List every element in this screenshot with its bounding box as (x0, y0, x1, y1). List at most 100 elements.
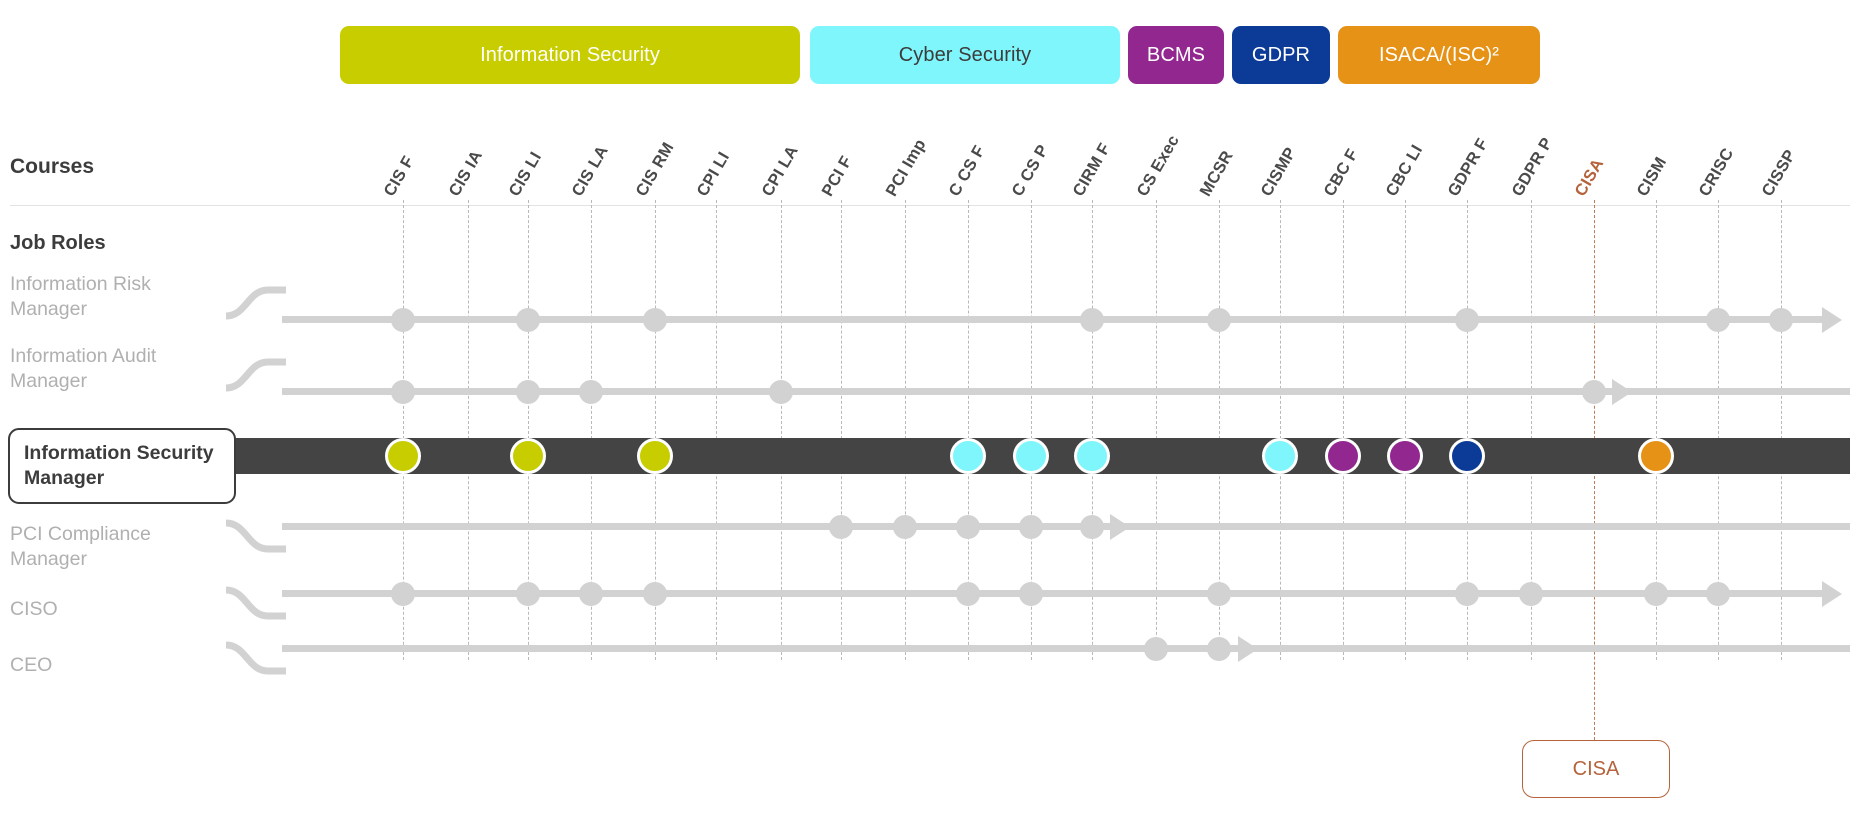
course-node-cirm-f[interactable] (1074, 438, 1110, 474)
course-node-cis-li[interactable] (510, 438, 546, 474)
course-node-cissp[interactable] (1769, 307, 1793, 332)
cisa-callout[interactable]: CISA (1522, 740, 1670, 798)
course-label-pci-f: PCI F (818, 153, 856, 200)
courses-header: Courses (10, 155, 95, 178)
selected-job-role-card[interactable]: Information Security Manager (8, 428, 236, 504)
column-guide-c-cs-f (968, 200, 969, 660)
course-node-cirm-f[interactable] (1080, 514, 1104, 539)
legend-chip-bcms[interactable]: BCMS (1128, 26, 1224, 84)
job-role-track (282, 388, 1850, 395)
column-guide-cis-rm (655, 200, 656, 660)
course-node-cis-f[interactable] (385, 438, 421, 474)
course-node-c-cs-f[interactable] (956, 514, 980, 539)
course-label-cis-rm: CIS RM (632, 139, 678, 200)
column-guide-mcsr (1219, 200, 1220, 660)
course-node-c-cs-p[interactable] (1013, 438, 1049, 474)
column-guide-pci-f (841, 200, 842, 660)
legend-chip-information-security[interactable]: Information Security (340, 26, 800, 84)
course-node-c-cs-f[interactable] (950, 438, 986, 474)
job-role-label-ceo: CEO (10, 654, 53, 676)
job-role-track (282, 316, 1822, 323)
job-role-label-information-risk-manager: Information Risk Manager (10, 273, 151, 320)
course-node-cis-f[interactable] (391, 581, 415, 606)
column-guide-cpi-la (781, 200, 782, 660)
column-guide-cissp (1781, 200, 1782, 660)
job-role-track (282, 523, 1850, 530)
course-label-cis-li: CIS LI (505, 148, 546, 200)
course-label-c-cs-f: C CS F (945, 142, 989, 200)
legend-chip-label: Information Security (480, 43, 660, 66)
track-elbow (226, 286, 286, 320)
course-node-cbc-f[interactable] (1325, 438, 1361, 474)
course-node-gdpr-f[interactable] (1455, 307, 1479, 332)
track-elbow (226, 358, 286, 392)
selected-job-role-label: Information Security Manager (24, 442, 214, 489)
course-label-cpi-la: CPI LA (758, 142, 802, 200)
legend-chip-gdpr[interactable]: GDPR (1232, 26, 1330, 84)
course-node-cirm-f[interactable] (1080, 307, 1104, 332)
course-label-cissp: CISSP (1758, 146, 1800, 200)
course-label-cisa: CISA (1571, 155, 1608, 200)
course-label-cismp: CISMP (1257, 144, 1300, 200)
course-node-cisa[interactable] (1582, 379, 1606, 404)
track-elbow (226, 586, 286, 620)
course-node-c-cs-p[interactable] (1019, 581, 1043, 606)
course-label-gdpr-p: GDPR P (1508, 134, 1557, 200)
course-node-pci-imp[interactable] (893, 514, 917, 539)
course-node-cis-la[interactable] (579, 581, 603, 606)
job-roles-header: Job Roles (10, 232, 106, 254)
course-node-cis-li[interactable] (516, 379, 540, 404)
course-node-gdpr-f[interactable] (1449, 438, 1485, 474)
course-node-cismp[interactable] (1262, 438, 1298, 474)
column-guide-cirm-f (1092, 200, 1093, 660)
course-node-cis-rm[interactable] (643, 307, 667, 332)
job-role-label-ciso: CISO (10, 598, 58, 620)
course-node-crisc[interactable] (1706, 307, 1730, 332)
course-label-cbc-li: CBC LI (1382, 141, 1427, 200)
track-elbow (226, 519, 286, 553)
course-node-gdpr-f[interactable] (1455, 581, 1479, 606)
course-label-cs-exec: CS Exec (1133, 132, 1183, 200)
course-node-mcsr[interactable] (1207, 307, 1231, 332)
track-arrowhead (1612, 378, 1632, 405)
column-guide-cis-la (591, 200, 592, 660)
course-node-mcsr[interactable] (1207, 636, 1231, 661)
course-node-cis-rm[interactable] (643, 581, 667, 606)
course-node-cis-li[interactable] (516, 581, 540, 606)
course-label-c-cs-p: C CS P (1008, 141, 1053, 200)
course-node-gdpr-p[interactable] (1519, 581, 1543, 606)
course-node-cs-exec[interactable] (1144, 636, 1168, 661)
cisa-callout-label: CISA (1572, 757, 1620, 780)
course-node-cpi-la[interactable] (769, 379, 793, 404)
course-label-mcsr: MCSR (1196, 147, 1237, 200)
column-guide-cis-f (403, 200, 404, 660)
track-elbow (226, 641, 286, 675)
job-role-label-information-audit-manager: Information Audit Manager (10, 345, 157, 392)
track-arrowhead (1238, 635, 1258, 662)
course-label-cis-f: CIS F (380, 153, 418, 200)
course-node-cis-rm[interactable] (637, 438, 673, 474)
column-guide-cismp (1280, 200, 1281, 660)
course-label-cis-la: CIS LA (568, 142, 612, 200)
course-node-cis-li[interactable] (516, 307, 540, 332)
course-node-pci-f[interactable] (829, 514, 853, 539)
column-guide-crisc (1718, 200, 1719, 660)
course-node-crisc[interactable] (1706, 581, 1730, 606)
legend-chip-isaca-isc[interactable]: ISACA/(ISC)² (1338, 26, 1540, 84)
course-node-cis-f[interactable] (391, 379, 415, 404)
course-node-cis-f[interactable] (391, 307, 415, 332)
course-node-mcsr[interactable] (1207, 581, 1231, 606)
course-node-cism[interactable] (1638, 438, 1674, 474)
course-node-cism[interactable] (1644, 581, 1668, 606)
course-node-c-cs-f[interactable] (956, 581, 980, 606)
legend-chip-label: BCMS (1146, 43, 1206, 66)
legend-chip-cyber-security[interactable]: Cyber Security (810, 26, 1120, 84)
column-guide-cbc-li (1405, 200, 1406, 660)
course-label-cism: CISM (1633, 154, 1671, 200)
job-role-track (282, 590, 1822, 597)
column-guide-gdpr-p (1531, 200, 1532, 660)
course-node-cbc-li[interactable] (1387, 438, 1423, 474)
course-node-cis-la[interactable] (579, 379, 603, 404)
course-node-c-cs-p[interactable] (1019, 514, 1043, 539)
